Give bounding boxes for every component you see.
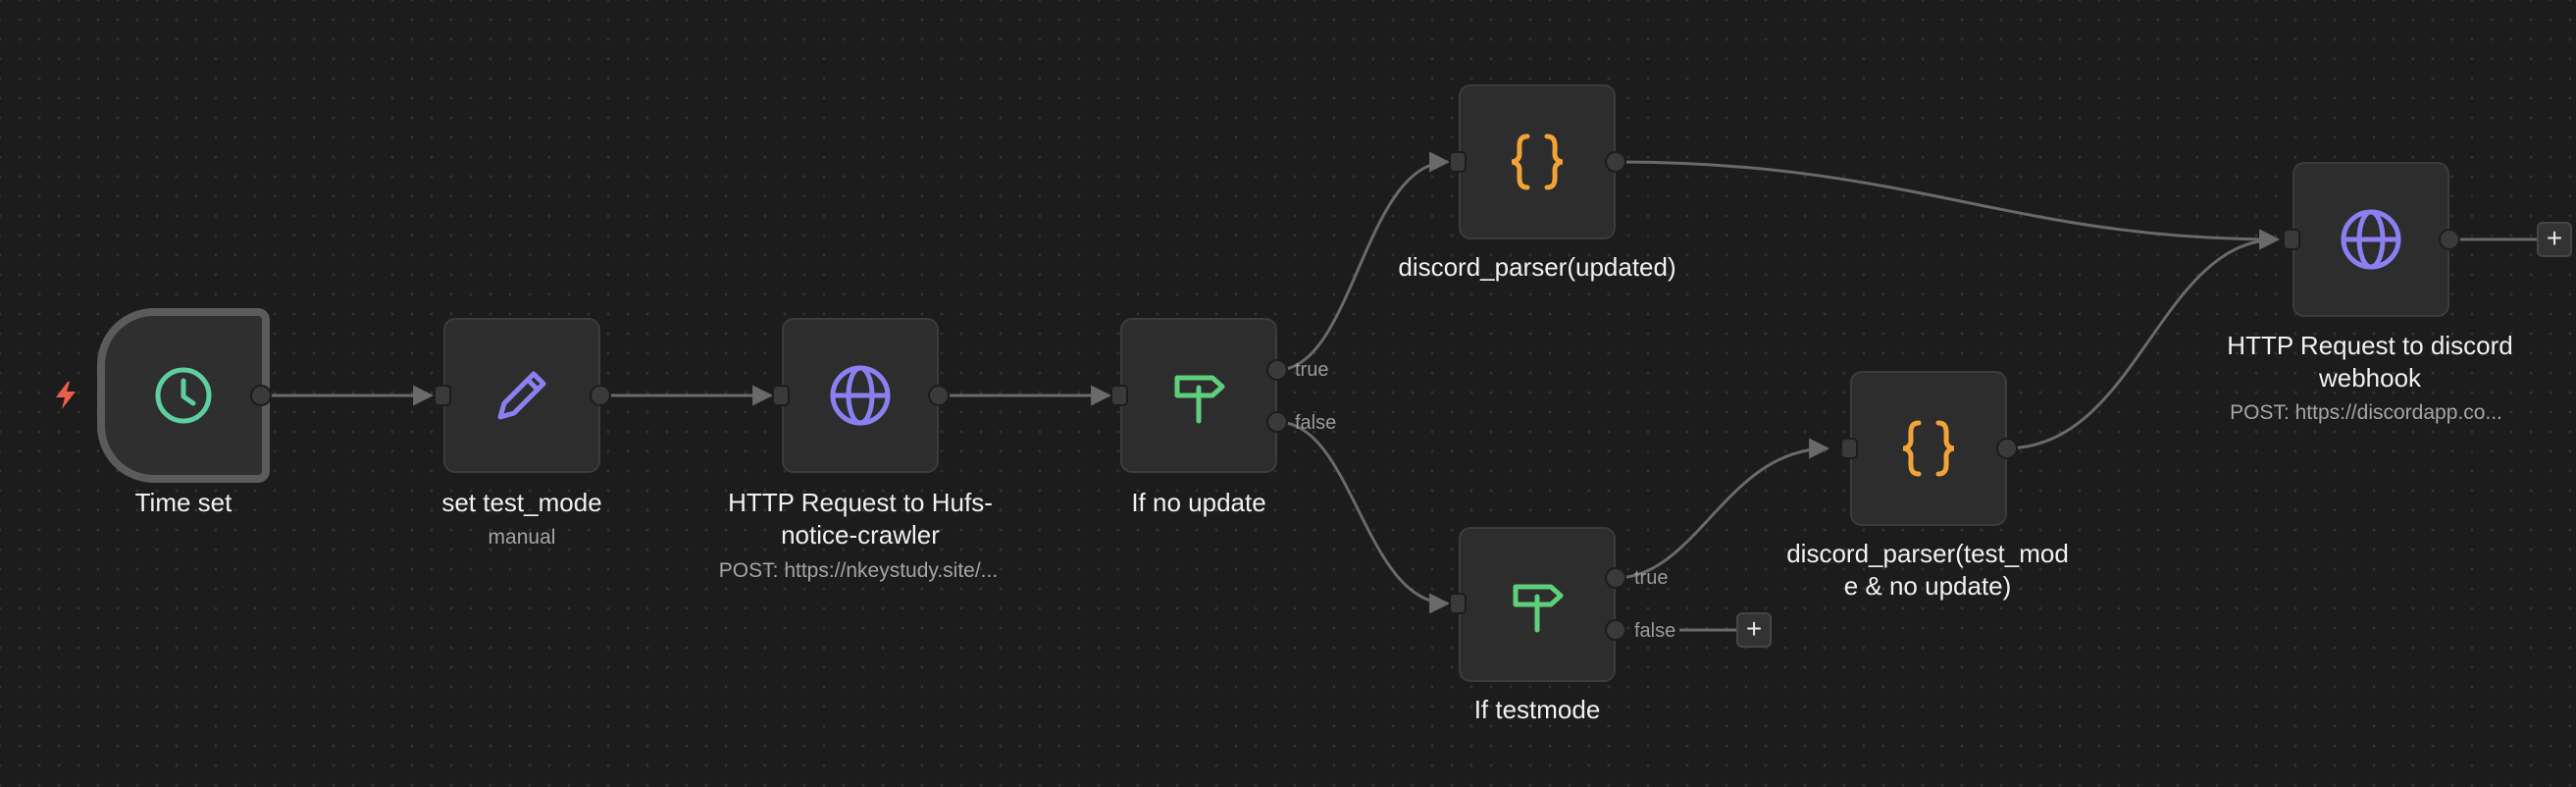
if-testmode-true-label: true [1634,567,1669,589]
http-crawler-output-handle[interactable] [928,385,950,406]
http-discord-node[interactable] [2293,162,2449,317]
http-discord-subtitle: POST: https://discordapp.co... [2230,401,2502,424]
if-testmode-input-handle[interactable] [1449,593,1467,614]
signpost-icon [1167,364,1230,427]
http-crawler-input-handle[interactable] [772,385,790,406]
http-discord-input-handle[interactable] [2283,229,2300,250]
if-testmode-true-handle[interactable] [1605,567,1626,589]
http-discord-output-handle[interactable] [2439,229,2460,250]
if-no-update-node[interactable] [1120,318,1277,473]
discord-parser-test-label-line1: discord_parser(test_mod [1786,539,2069,568]
time-set-output-handle[interactable] [250,385,272,406]
add-node-button[interactable]: + [2537,222,2572,257]
discord-parser-updated-input-handle[interactable] [1449,151,1467,173]
set-test-mode-input-handle[interactable] [434,385,451,406]
braces-icon [1506,131,1569,193]
if-testmode-node[interactable] [1459,527,1616,682]
discord-parser-test-node[interactable] [1850,371,2007,526]
http-crawler-node[interactable] [782,318,939,473]
set-test-mode-subtitle: manual [488,526,556,549]
pencil-icon [490,364,553,427]
edge-testmode-true-to-discord-parser-test[interactable] [1615,438,1830,580]
if-no-update-true-label: true [1295,359,1329,381]
if-no-update-true-handle[interactable] [1266,359,1288,381]
time-set-label: Time set [134,488,232,517]
braces-icon [1897,417,1960,480]
edge-discord-parser-test-to-http-discord[interactable] [2004,229,2281,450]
discord-parser-test-label-line2: e & no update) [1843,571,2012,601]
lightning-bolt-icon [56,382,76,409]
discord-parser-updated-node[interactable] [1459,84,1616,239]
discord-parser-updated-output-handle[interactable] [1605,151,1626,173]
http-crawler-label-line1: HTTP Request to Hufs- [728,488,993,517]
edge-if-true-to-discord-parser-updated[interactable] [1276,151,1451,372]
http-discord-label-line2: webhook [2318,363,2422,393]
if-no-update-label: If no update [1131,488,1266,517]
http-discord-label-line1: HTTP Request to discord [2227,331,2513,360]
set-test-mode-output-handle[interactable] [590,385,611,406]
discord-parser-updated-label: discord_parser(updated) [1398,252,1676,282]
if-no-update-input-handle[interactable] [1110,385,1128,406]
set-test-mode-label: set test_mode [441,488,602,517]
globe-icon [2340,208,2402,271]
globe-icon [829,364,892,427]
http-crawler-label-line2: notice-crawler [781,520,940,550]
set-test-mode-node[interactable] [443,318,600,473]
time-set-node[interactable] [97,308,270,483]
if-testmode-label: If testmode [1473,695,1601,724]
discord-parser-test-output-handle[interactable] [1996,438,2018,459]
clock-icon [152,364,215,427]
if-no-update-false-handle[interactable] [1266,411,1288,433]
if-testmode-false-handle[interactable] [1605,619,1626,641]
if-testmode-false-label: false [1634,620,1676,642]
add-node-button[interactable]: + [1736,612,1772,648]
http-crawler-subtitle: POST: https://nkeystudy.site/... [718,559,999,582]
edge-if-false-to-if-testmode[interactable] [1276,420,1451,614]
discord-parser-test-input-handle[interactable] [1840,438,1858,459]
signpost-icon [1506,573,1569,636]
if-no-update-false-label: false [1295,412,1337,434]
edge-discord-parser-updated-to-http-discord[interactable] [1615,160,2281,250]
